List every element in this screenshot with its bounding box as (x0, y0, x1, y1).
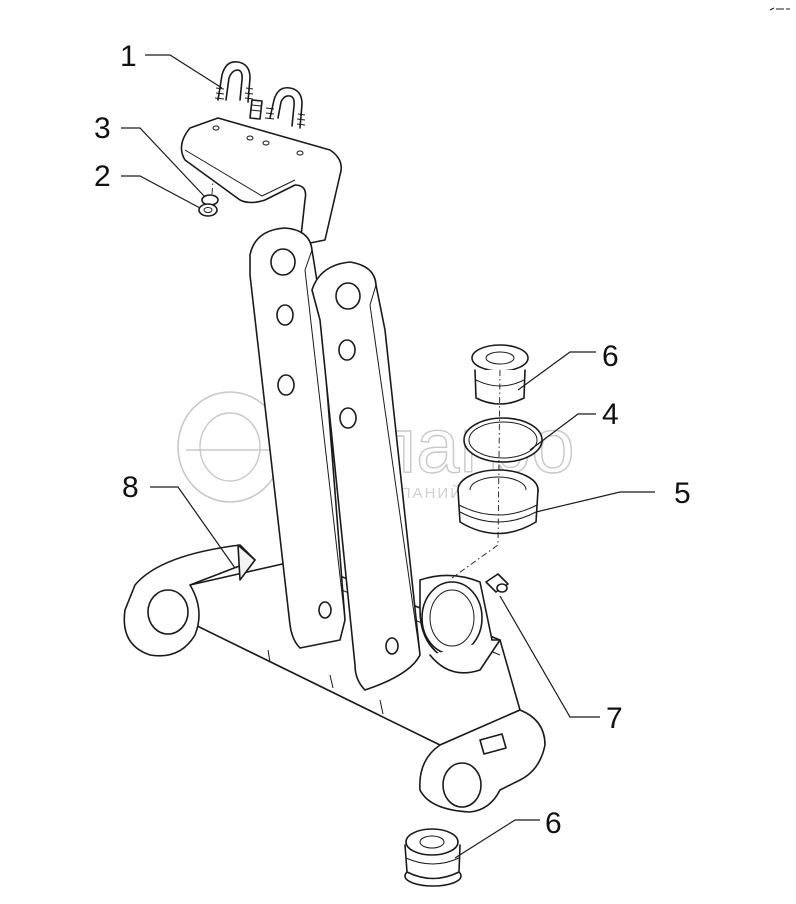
snap-ring (463, 417, 543, 463)
frame-upright-right (311, 261, 421, 691)
callout-labels: 1 3 2 6 4 8 5 7 6 (94, 40, 691, 840)
grease-fitting (485, 573, 509, 593)
callout-5: 5 (674, 477, 691, 510)
callout-2: 2 (94, 160, 111, 193)
callout-4: 4 (602, 398, 619, 431)
assembly-axis (451, 369, 501, 579)
corner-mark (769, 7, 790, 11)
frame-base (123, 544, 546, 813)
callout-6-bottom: 6 (545, 807, 562, 840)
callout-8: 8 (122, 471, 139, 504)
callout-6-top: 6 (602, 340, 619, 373)
callout-1: 1 (120, 40, 137, 73)
u-bolt-front (214, 60, 254, 103)
callout-7: 7 (606, 702, 623, 735)
bushing-bottom (404, 828, 462, 887)
mounting-bracket (180, 117, 343, 246)
leader-lines (121, 54, 655, 859)
u-bolt-back (249, 86, 306, 129)
callout-3: 3 (94, 112, 111, 145)
washer-nut (198, 119, 219, 217)
